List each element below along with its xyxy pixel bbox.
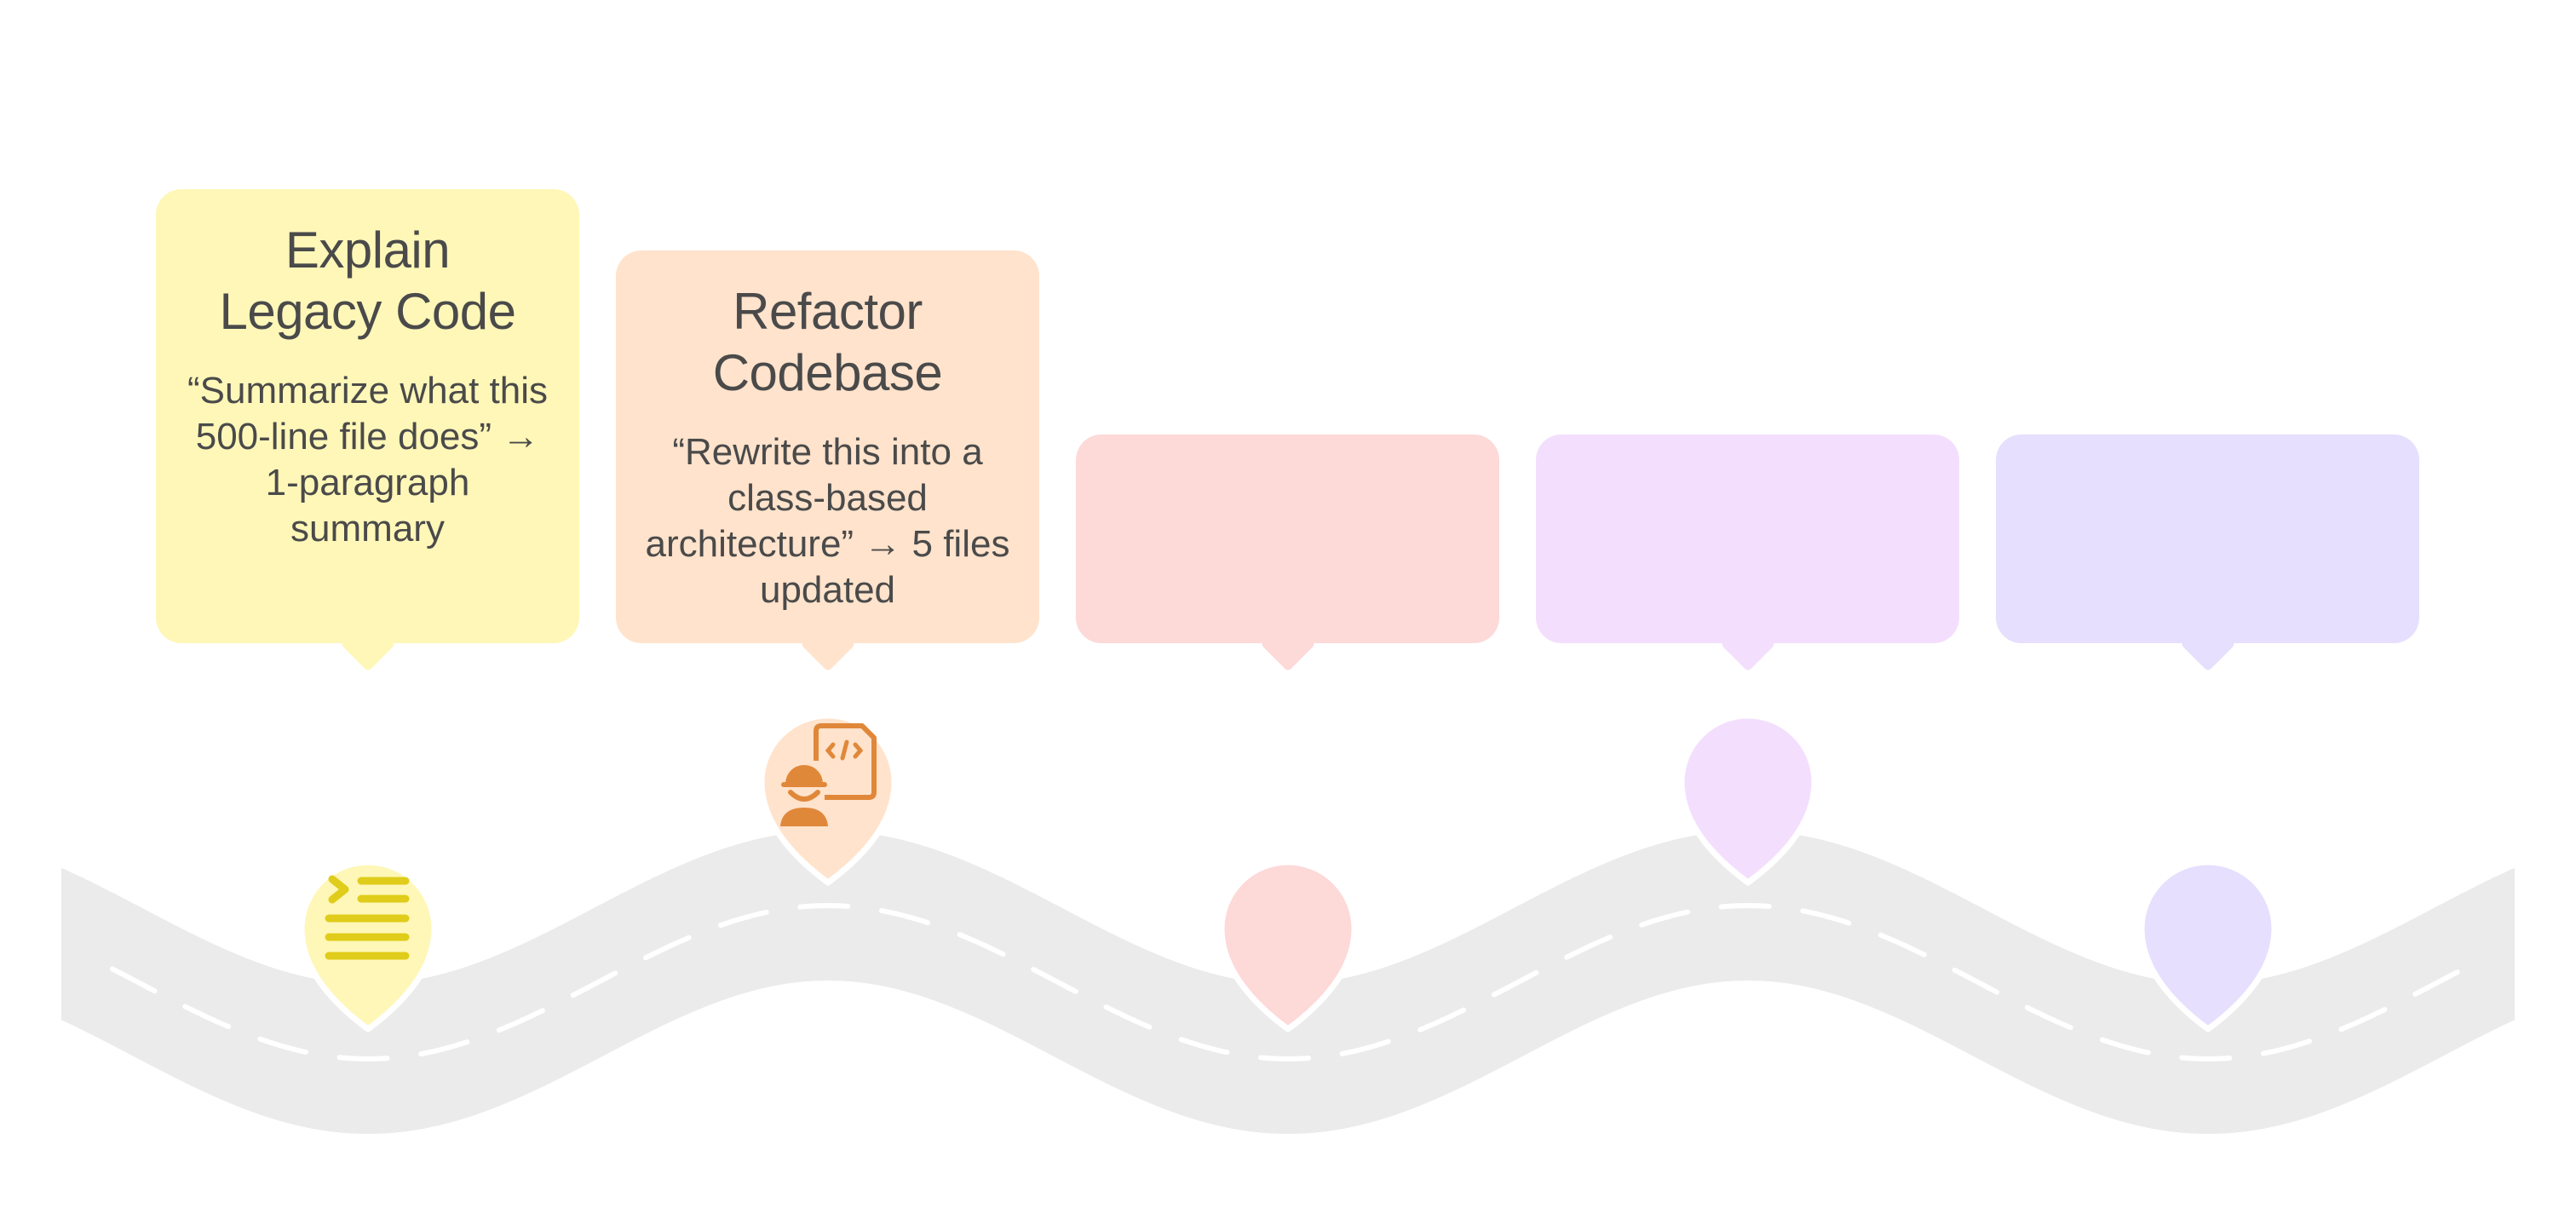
milestone-callout-explain-legacy-code: Explain Legacy Code “Summarize what this… xyxy=(156,189,579,672)
milestone-callout-5-empty xyxy=(1996,434,2419,672)
milestone-description: “Summarize what this 500-line file does”… xyxy=(187,370,548,549)
milestone-pin-4 xyxy=(1676,709,1820,888)
milestone-pin-5 xyxy=(2136,855,2280,1034)
title-line: Explain xyxy=(285,221,451,279)
terminal-summary-icon xyxy=(325,875,410,960)
milestone-pin-2 xyxy=(756,709,900,888)
title-line: Refactor xyxy=(733,283,923,340)
title-line: Codebase xyxy=(712,344,943,401)
title-line: Legacy Code xyxy=(219,283,516,340)
developer-code-icon xyxy=(780,723,877,826)
road-surface xyxy=(61,831,2515,1134)
milestone-callout-refactor-codebase: Refactor Codebase “Rewrite this into a c… xyxy=(616,250,1039,672)
milestone-callout-3-empty xyxy=(1076,434,1499,672)
milestone-pin-3 xyxy=(1216,855,1360,1034)
milestone-title: Explain Legacy Code xyxy=(219,220,516,342)
milestone-title: Refactor Codebase xyxy=(713,281,943,404)
milestone-description: “Rewrite this into a class-based archite… xyxy=(645,431,1010,611)
milestone-callout-4-empty xyxy=(1536,434,1959,672)
road-lane-markings xyxy=(110,902,2471,1062)
milestone-pin-1 xyxy=(296,855,440,1034)
